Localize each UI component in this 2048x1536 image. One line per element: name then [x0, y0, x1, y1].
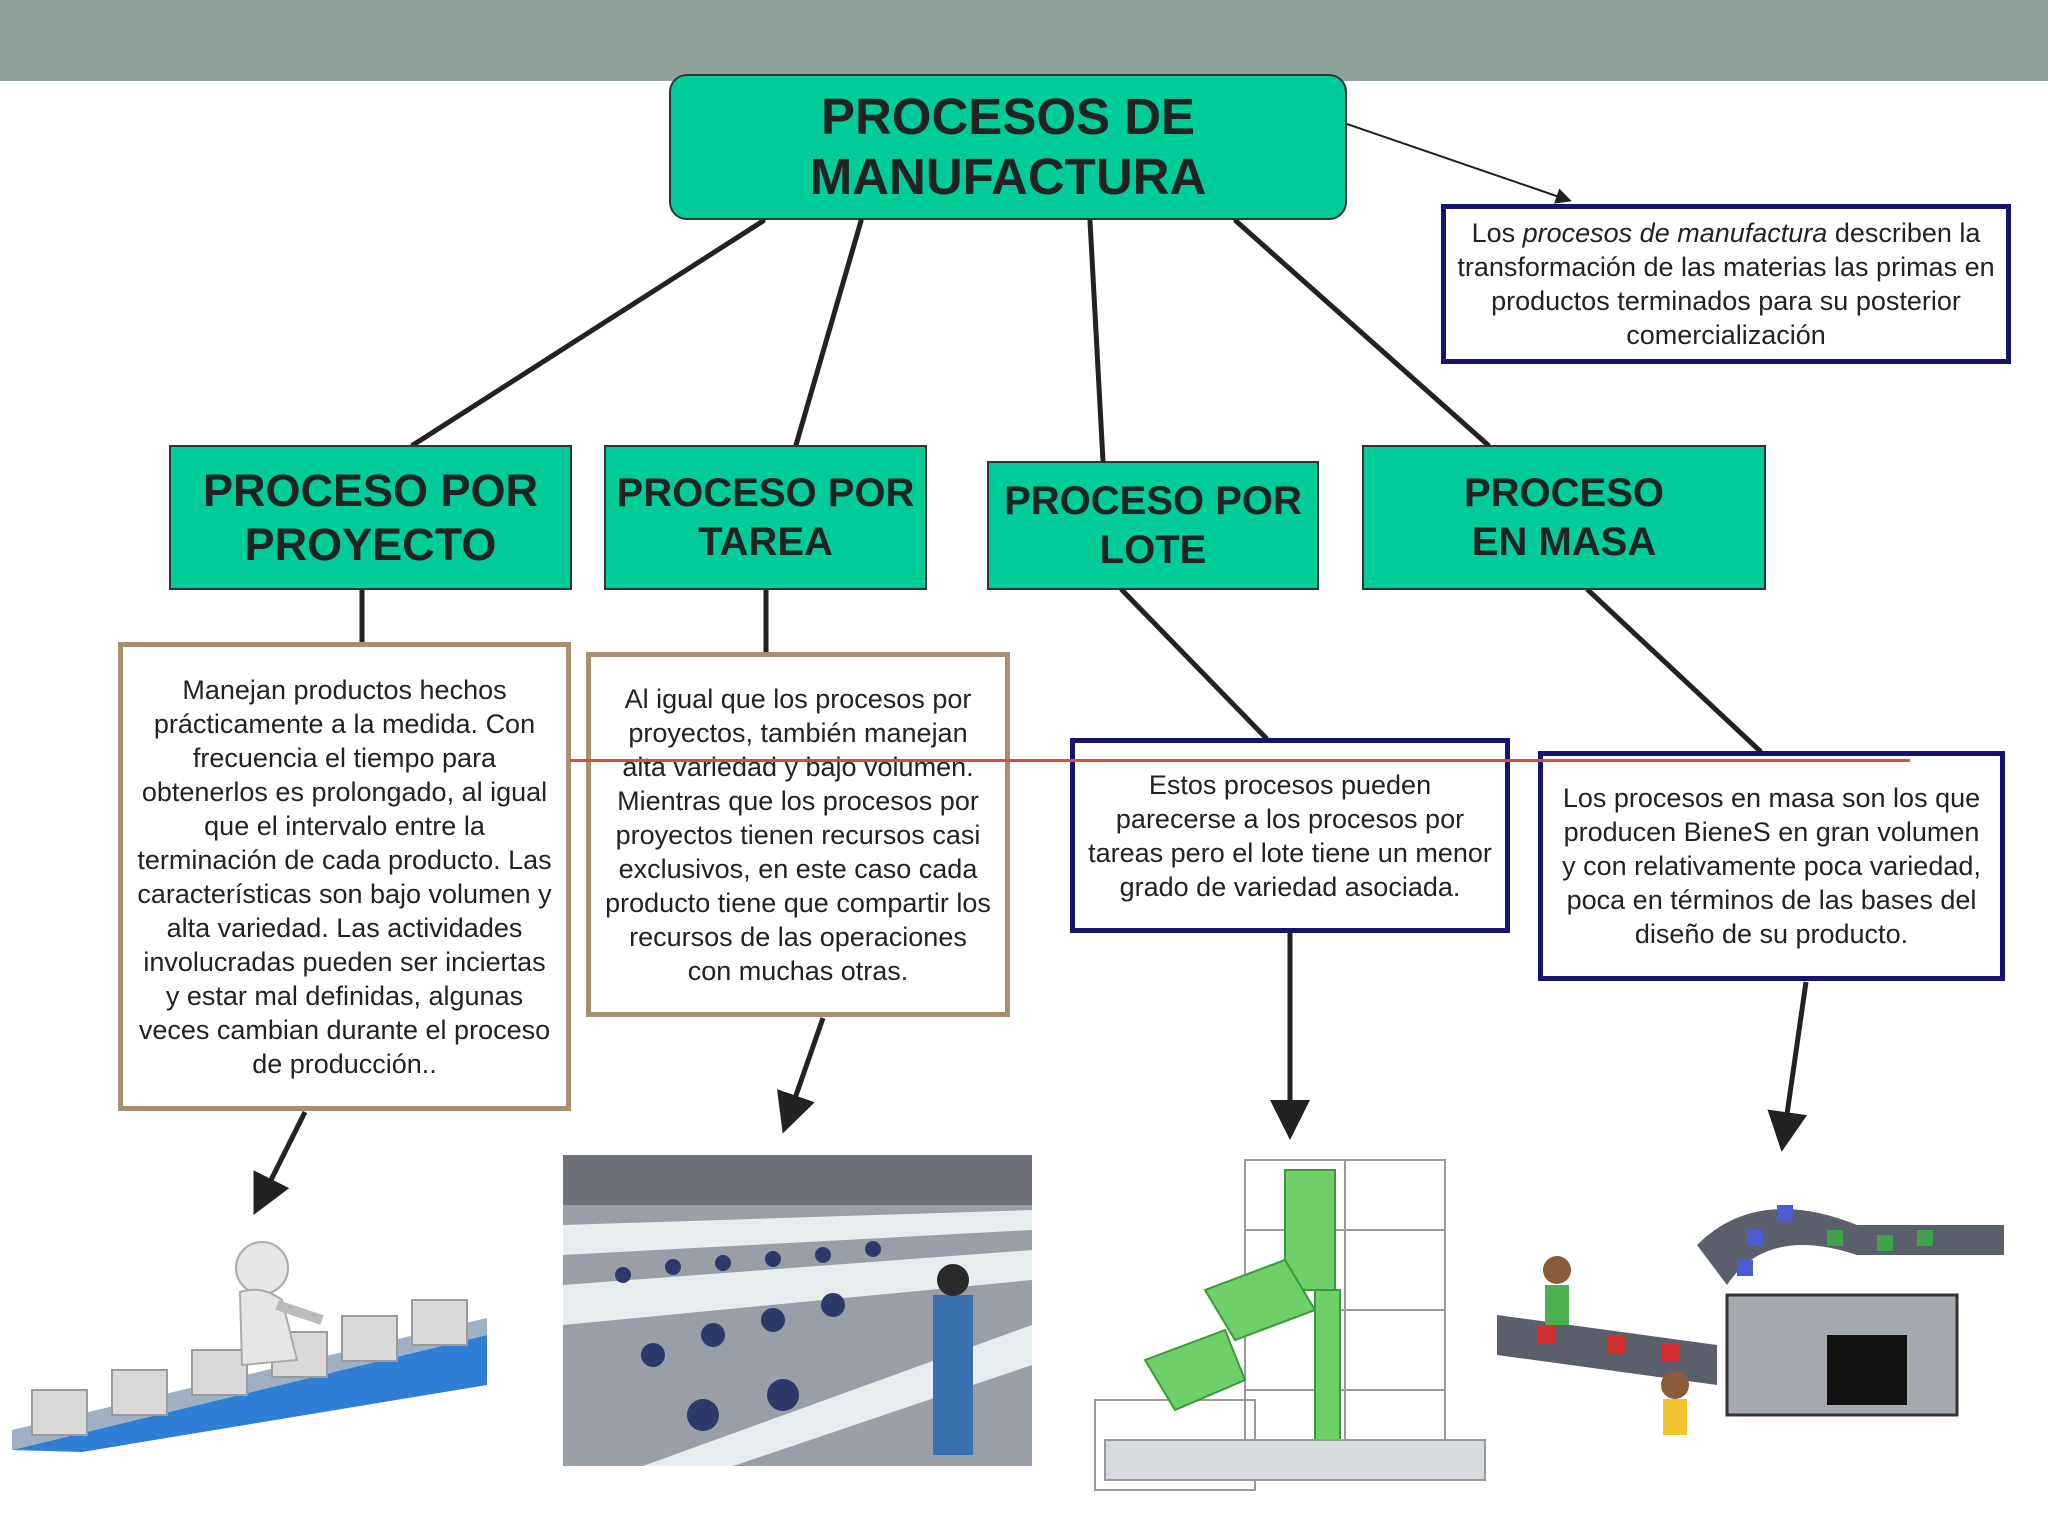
description-text: Estos procesos pueden parecerse a los pr…	[1088, 769, 1492, 902]
definition-box: Los procesos de manufactura describen la…	[1441, 204, 2011, 364]
connector-root-tarea	[793, 218, 864, 448]
definition-rest: describen la transformación de las mater…	[1457, 218, 1995, 350]
task-process-photo	[563, 1155, 1032, 1466]
definition-prefix: Los	[1471, 218, 1523, 248]
arrow-desc-proyecto	[253, 1110, 308, 1215]
connector-root-lote	[1087, 218, 1106, 464]
root-title-line1: PROCESOS DE	[820, 88, 1196, 145]
description-text: Manejan productos hechos prácticamente a…	[137, 674, 552, 1079]
project-process-illustration	[12, 1230, 487, 1452]
category-line1: PROCESO POR	[202, 464, 539, 516]
category-line1: PROCESO	[1463, 470, 1665, 515]
red-divider-line	[570, 759, 1910, 762]
mass-process-illustration	[1497, 1185, 2004, 1435]
connector-lote-desc	[1119, 587, 1269, 741]
connector-root-proyecto	[410, 218, 766, 448]
description-tarea: Al igual que los procesos por proyectos,…	[586, 652, 1010, 1017]
description-text: Al igual que los procesos por proyectos,…	[605, 683, 991, 986]
definition-emphasis: procesos de manufactura	[1522, 218, 1828, 248]
top-banner	[0, 0, 2048, 81]
category-line2: PROYECTO	[244, 518, 497, 570]
category-line1: PROCESO POR	[616, 470, 915, 515]
connector-root-masa	[1233, 218, 1491, 448]
root-title-line2: MANUFACTURA	[809, 148, 1207, 205]
arrow-desc-masa	[1767, 981, 1809, 1152]
description-masa: Los procesos en masa son los que produce…	[1538, 751, 2005, 981]
connector-masa-desc	[1585, 587, 1763, 754]
category-line2: LOTE	[1099, 527, 1207, 572]
category-line2: TAREA	[698, 519, 833, 564]
arrow-desc-tarea	[777, 1017, 826, 1134]
category-line2: EN MASA	[1471, 519, 1657, 564]
description-lote: Estos procesos pueden parecerse a los pr…	[1070, 738, 1510, 933]
description-text: Los procesos en masa son los que produce…	[1562, 783, 1981, 949]
description-proyecto: Manejan productos hechos prácticamente a…	[118, 642, 571, 1111]
batch-process-illustration	[1085, 1140, 1505, 1510]
arrow-root-definition	[1346, 123, 1572, 204]
category-line1: PROCESO POR	[1004, 478, 1302, 523]
